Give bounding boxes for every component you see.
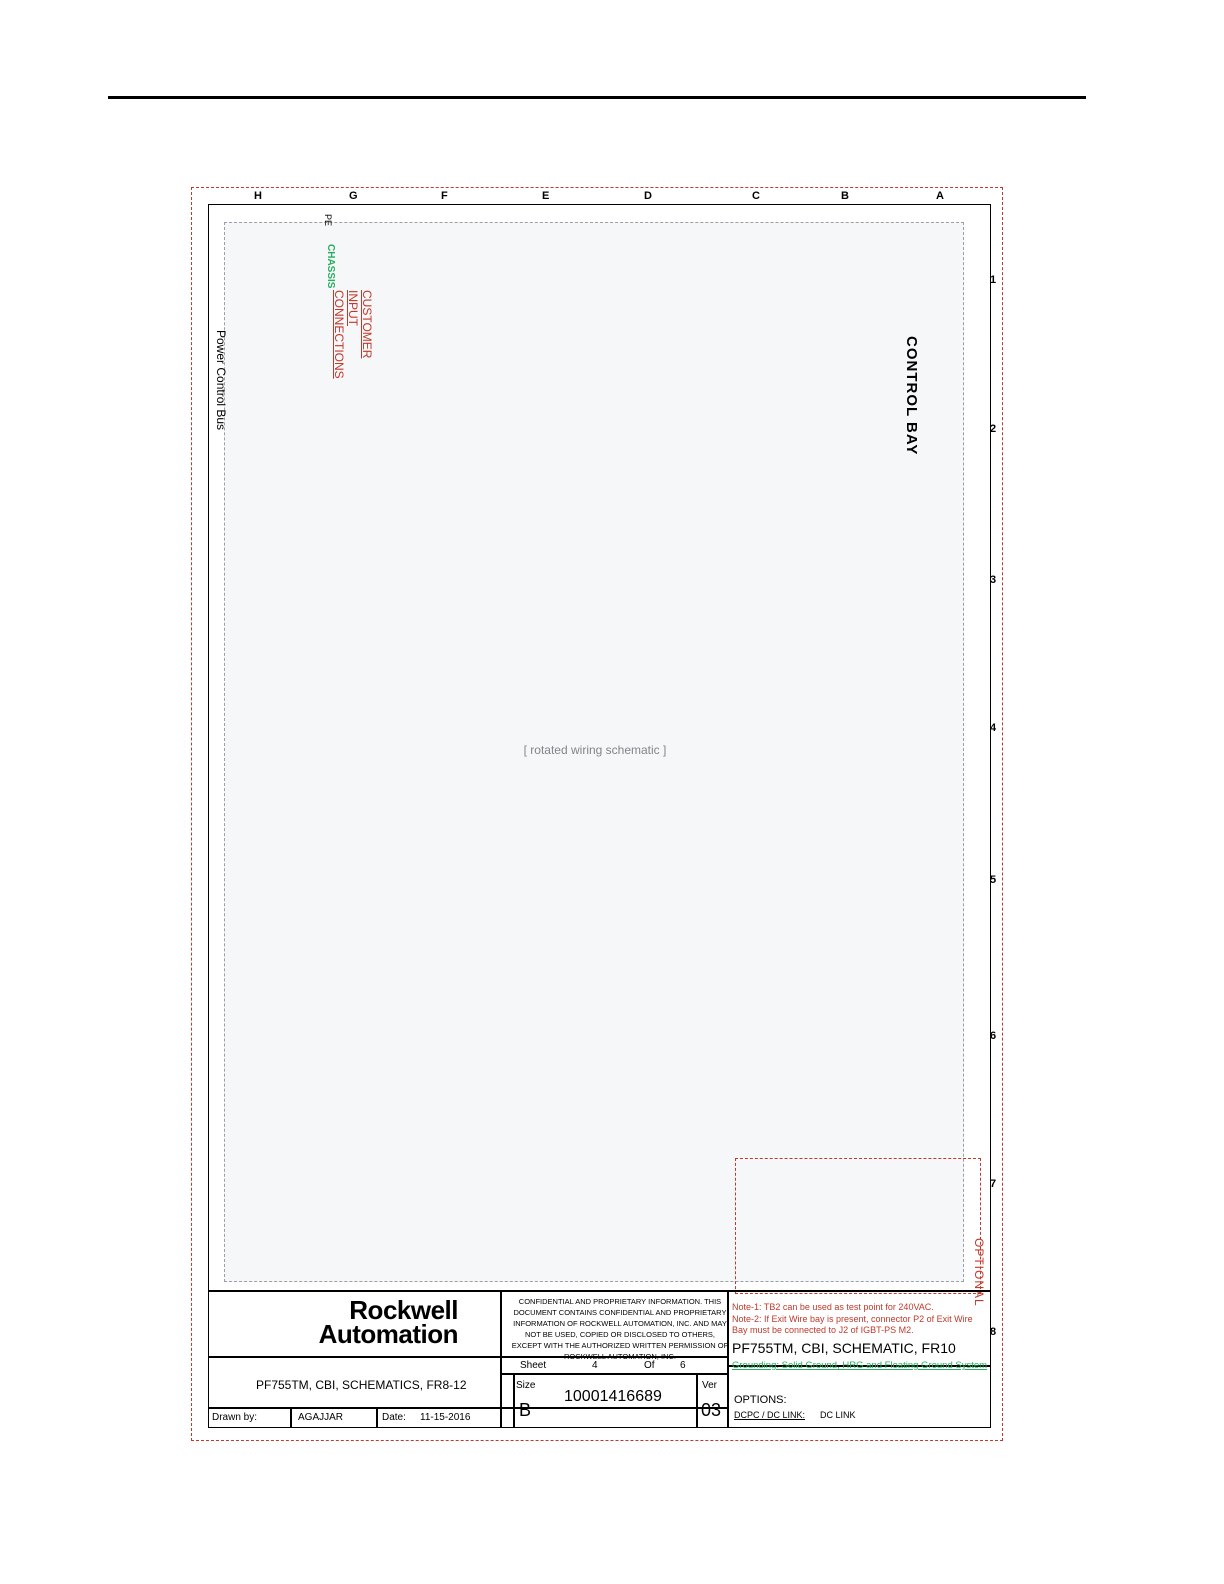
zone-letter-d: D (644, 190, 652, 202)
zone-number-1: 1 (990, 274, 997, 286)
project-title: PF755TM, CBI, SCHEMATICS, FR8-12 (256, 1378, 467, 1392)
date-value: 11-15-2016 (420, 1412, 471, 1423)
size-label: Size (516, 1380, 536, 1391)
drawing-frame (208, 204, 991, 1428)
wiring-diagram-placeholder: [ rotated wiring schematic ] (224, 222, 964, 1282)
placeholder-label: [ rotated wiring schematic ] (523, 743, 667, 757)
schematic-title: PF755TM, CBI, SCHEMATIC, FR10 (732, 1340, 956, 1356)
dcpc-value: DC LINK (820, 1410, 856, 1420)
zone-letter-f: F (441, 190, 448, 202)
zone-number-2: 2 (990, 423, 997, 435)
customer-input-label: CUSTOMER INPUT CONNECTIONS (332, 290, 374, 379)
control-bay-label: CONTROL BAY (903, 336, 920, 456)
zone-number-3: 3 (990, 574, 997, 586)
sheet-total: 6 (680, 1360, 686, 1371)
zone-number-4: 4 (990, 722, 997, 734)
zone-letter-h: H (254, 190, 262, 202)
options-label: OPTIONS: (734, 1394, 787, 1406)
zone-letter-a: A (936, 190, 944, 202)
zone-number-5: 5 (990, 874, 997, 886)
sheet-label: Sheet (520, 1360, 547, 1371)
chassis-label: CHASSIS (325, 244, 336, 289)
zone-number-8: 8 (990, 1326, 997, 1338)
ver-label: Ver (702, 1380, 718, 1391)
pe-label: PE (323, 214, 333, 227)
company-name-line2: Automation (318, 1319, 459, 1349)
top-rule (108, 96, 1086, 99)
tam-optional-box (735, 1158, 981, 1294)
of-label: Of (644, 1360, 655, 1371)
note-1: Note-1: TB2 can be used as test point fo… (732, 1302, 934, 1312)
sheet-number: 4 (592, 1360, 598, 1371)
ver-value: 03 (701, 1400, 722, 1420)
zone-letter-g: G (349, 190, 358, 202)
confidential-notice: CONFIDENTIAL AND PROPRIETARY INFORMATION… (511, 1297, 729, 1361)
grounding-note: Grounding: Solid Ground, HRG and Floatin… (732, 1360, 988, 1371)
title-block: Rockwell Automation CONFIDENTIAL AND PRO… (208, 1290, 991, 1428)
zone-number-6: 6 (990, 1030, 997, 1042)
zone-letter-b: B (841, 190, 849, 202)
drawn-by-value: AGAJJAR (298, 1412, 344, 1423)
power-control-bus-label: Power Control Bus (214, 330, 228, 431)
dcpc-label: DCPC / DC LINK: (734, 1410, 806, 1420)
note-2: Note-2: If Exit Wire bay is present, con… (732, 1314, 973, 1335)
zone-number-7: 7 (990, 1178, 997, 1190)
company-logo: Rockwell Automation (298, 1295, 459, 1349)
size-value: B (519, 1400, 532, 1420)
drawing-number: 10001416689 (564, 1388, 662, 1405)
date-label: Date: (382, 1412, 406, 1423)
drawing-sheet-border (191, 187, 1003, 1441)
drawn-by-label: Drawn by: (212, 1412, 258, 1423)
zone-letter-c: C (752, 190, 760, 202)
zone-letter-e: E (542, 190, 550, 202)
company-name-line1: Rockwell (349, 1295, 458, 1325)
